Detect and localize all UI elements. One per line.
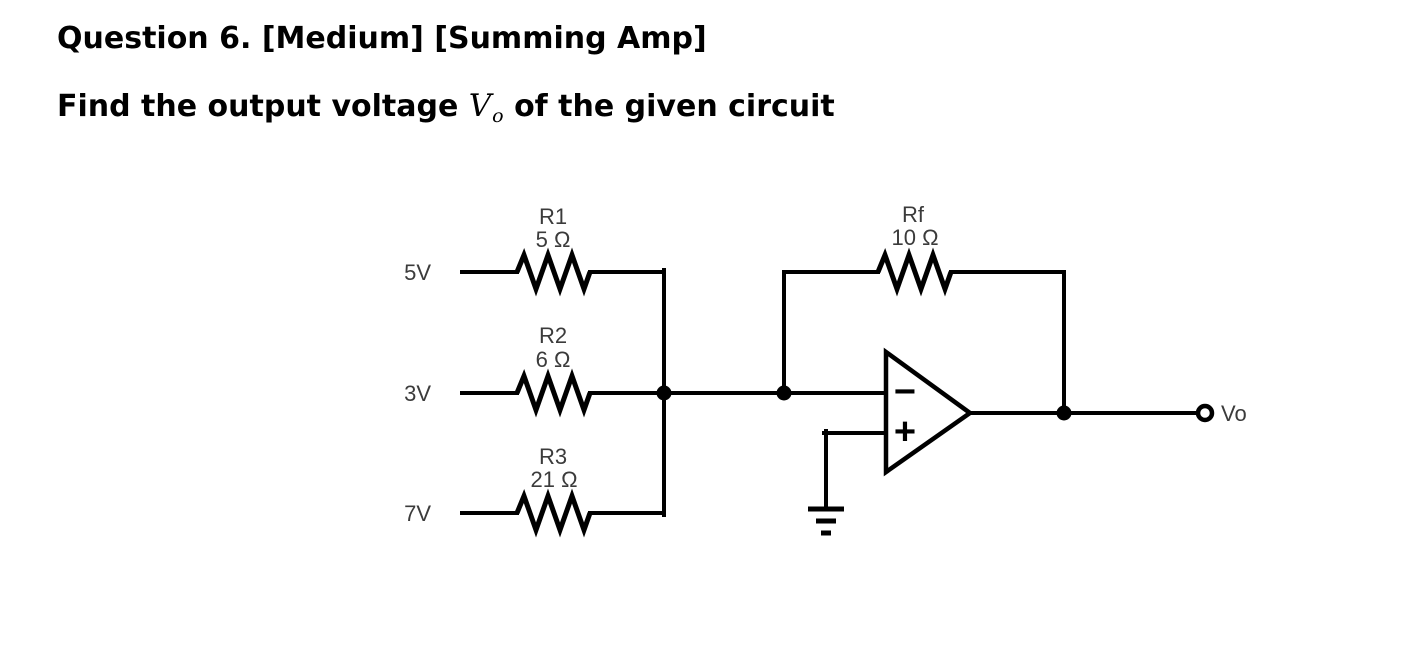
voltage-source-label-3: 7V [404,501,431,526]
question-prompt: Find the output voltage Vo of the given … [57,88,835,126]
resistor-r2-name: R2 [539,323,567,348]
math-subscript-o: o [492,105,504,127]
noninverting-input-icon: + [894,411,916,453]
wire-feedback-right [949,270,1066,415]
node-feedback-tap [776,385,792,401]
prompt-prefix: Find the output voltage [57,89,469,124]
node-output-junction [1056,405,1072,421]
output-terminal-icon [1195,403,1215,423]
output-voltage-label: Vo [1221,401,1247,426]
resistor-rf-name: Rf [902,202,925,227]
inverting-input-icon: − [894,371,916,413]
resistor-r3-name: R3 [539,444,567,469]
resistor-r3-value: 21 Ω [530,467,577,492]
resistor-r3-symbol [514,488,593,538]
opamp-triangle [883,347,974,477]
wire-feedback-left [782,270,880,395]
prompt-suffix: of the given circuit [503,89,835,124]
resistor-r1-value: 5 Ω [536,227,571,252]
voltage-source-label-2: 3V [404,381,431,406]
resistor-r1-name: R1 [539,204,567,229]
question-title: Question 6. [Medium] [Summing Amp] [57,21,707,56]
resistor-r1-symbol [514,247,593,297]
math-variable-v: V [468,88,492,124]
node-summing-junction [656,385,672,401]
resistor-r2-symbol [514,368,593,418]
resistor-r2-value: 6 Ω [536,347,571,372]
voltage-source-label-1: 5V [404,260,431,285]
resistor-rf-value: 10 Ω [891,225,938,250]
resistor-rf-symbol [875,247,954,297]
